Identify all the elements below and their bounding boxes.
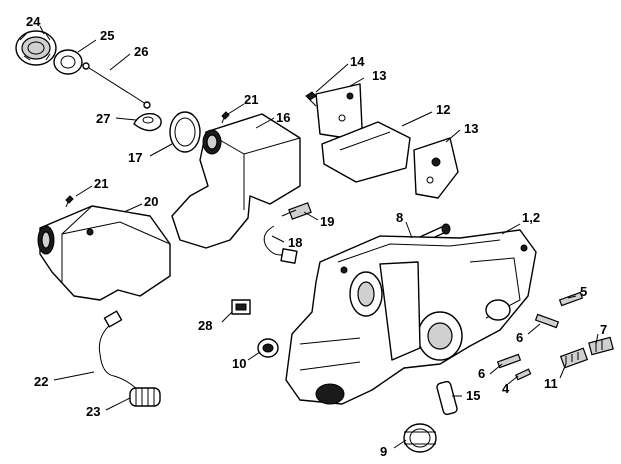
callout-14: 14 [350,54,365,69]
part-26-cable [82,62,151,109]
part-21-screw-upper [221,111,230,124]
callout-12: 12 [436,102,450,117]
part-10-plug [257,338,279,358]
part-22-fuel-hose [98,310,141,393]
part-20-filter-housing [37,205,171,301]
callout-6-lower: 6 [478,366,485,381]
callout-17: 17 [128,150,142,165]
callout-13-lower: 13 [464,121,478,136]
callout-28: 28 [198,318,212,333]
part-5-stud [558,291,584,307]
callout-15: 15 [466,388,480,403]
part-23-pickup-body [129,387,161,407]
callout-22: 22 [34,374,48,389]
callout-10: 10 [232,356,246,371]
callout-6-upper: 6 [516,330,523,345]
callout-13-upper: 13 [372,68,386,83]
part-11-screw [559,347,589,369]
part-4-pin [515,368,532,381]
callout-20: 20 [144,194,158,209]
part-6-stud-upper [534,313,560,329]
callout-7: 7 [600,322,607,337]
part-21-screw-lower [65,195,74,208]
part-24-tank-cap [15,30,57,66]
part-13-plate-upper [315,83,363,139]
part-12-shield [321,121,411,183]
part-27-strap [133,113,162,132]
callout-25: 25 [100,28,114,43]
callout-21-lower: 21 [94,176,108,191]
callout-4: 4 [502,381,510,396]
part-28-grommet [231,299,251,315]
callout-9: 9 [380,444,387,459]
callout-21-upper: 21 [244,92,258,107]
callout-18: 18 [288,235,302,250]
part-25-seal-ring [53,49,83,75]
part-7-screw [588,336,614,356]
callout-26: 26 [134,44,148,59]
part-16-tank-housing [171,113,301,249]
callout-27: 27 [96,111,110,126]
callout-23: 23 [86,404,100,419]
callout-5: 5 [580,284,587,299]
part-14-screw [305,91,317,107]
leader-lines [39,25,599,449]
part-1-2-crankcase [285,229,537,405]
part-13-plate-lower [413,137,459,199]
part-9-buffer [403,423,437,453]
part-18-hose [263,225,298,264]
callout-8: 8 [396,210,403,225]
part-17-gasket [169,111,201,153]
part-6-stud-lower [496,353,522,369]
part-19-fitting [281,202,312,220]
callout-11: 11 [544,376,558,391]
part-15-sleeve [436,380,458,416]
callout-1-2: 1,2 [522,210,540,225]
callout-24: 24 [26,14,41,29]
callout-labels: 24 25 26 27 21 17 16 14 13 12 13 21 20 1… [26,14,607,459]
callout-19: 19 [320,214,334,229]
callout-16: 16 [276,110,290,125]
